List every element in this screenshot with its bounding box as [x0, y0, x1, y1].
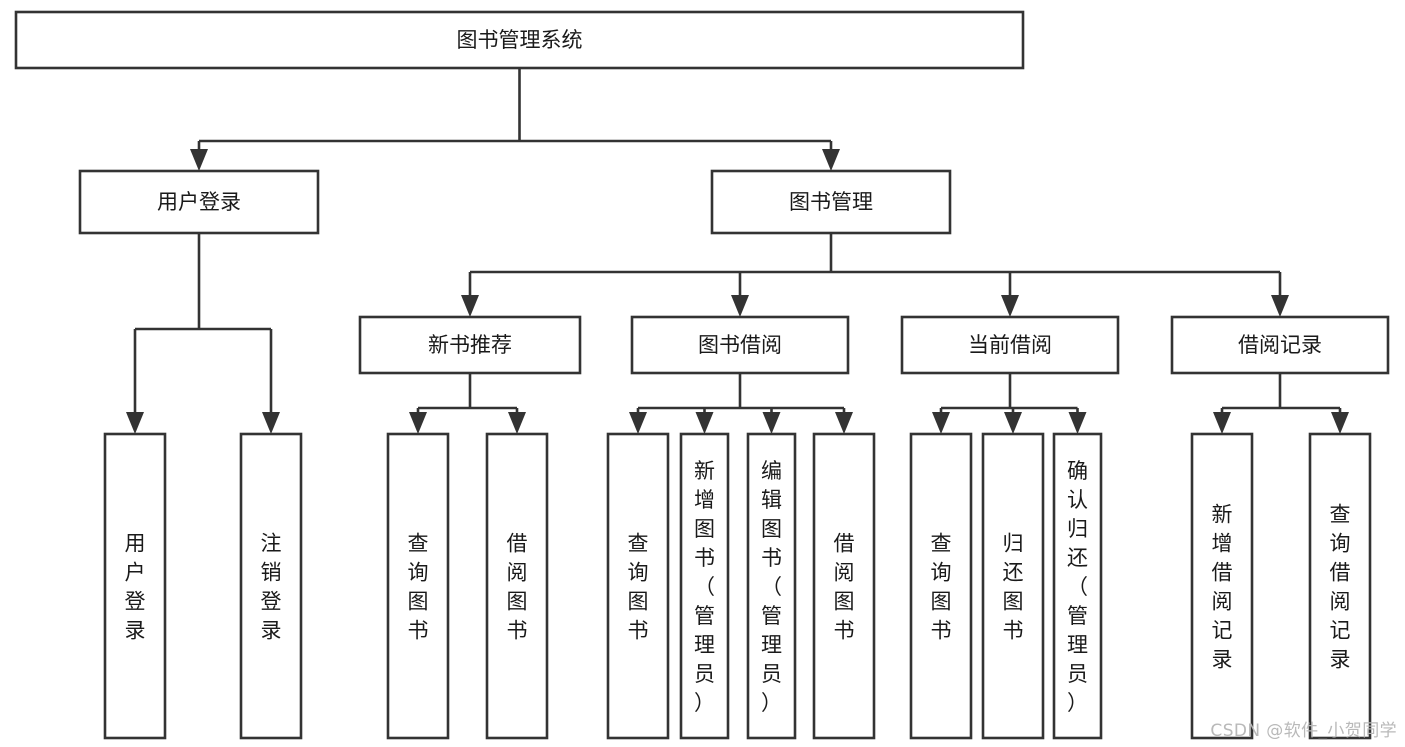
node-current-borrow-label: 当前借阅 — [968, 333, 1052, 357]
node-book-borrow[interactable]: 图书借阅 — [630, 315, 850, 375]
arrow-head-icon — [1331, 412, 1349, 434]
node-leaf-user-login-box[interactable] — [103, 432, 167, 740]
node-leaf-add-borrow-record-label: 新增借阅记录 — [1212, 503, 1233, 672]
arrow-head-icon — [409, 412, 427, 434]
node-leaf-return-book-label: 归还图书 — [1003, 532, 1024, 643]
node-user-login[interactable]: 用户登录 — [78, 169, 320, 235]
node-root-system-label: 图书管理系统 — [457, 28, 583, 52]
arrow-head-icon — [126, 412, 144, 434]
node-leaf-add-borrow-record-box[interactable] — [1190, 432, 1254, 740]
node-leaf-query-book-3-box[interactable] — [909, 432, 973, 740]
node-leaf-add-book-admin-box[interactable] — [679, 432, 730, 740]
node-borrow-record-label: 借阅记录 — [1238, 333, 1322, 357]
node-borrow-record-box[interactable] — [1170, 315, 1390, 375]
node-leaf-query-book-3-label: 查询图书 — [931, 532, 952, 643]
node-user-login-label: 用户登录 — [157, 190, 241, 214]
node-current-borrow-box[interactable] — [900, 315, 1120, 375]
node-leaf-add-book-admin-label: 新增图书（管理员） — [694, 459, 715, 715]
arrow-head-icon — [1004, 412, 1022, 434]
node-leaf-borrow-book-1[interactable]: 借阅图书 — [485, 432, 549, 740]
node-new-book-recommend[interactable]: 新书推荐 — [358, 315, 582, 375]
node-leaf-query-book-2[interactable]: 查询图书 — [606, 432, 670, 740]
node-leaf-borrow-book-2-label: 借阅图书 — [834, 532, 855, 643]
arrow-head-icon — [629, 412, 647, 434]
node-leaf-user-login-label: 用户登录 — [125, 532, 146, 643]
node-leaf-confirm-return-admin[interactable]: 确认归还（管理员） — [1052, 432, 1103, 740]
arrow-head-icon — [190, 149, 208, 171]
node-leaf-edit-book-admin[interactable]: 编辑图书（管理员） — [746, 432, 797, 740]
node-leaf-borrow-book-1-label: 借阅图书 — [507, 532, 528, 643]
arrow-head-icon — [508, 412, 526, 434]
node-leaf-query-book-1-box[interactable] — [386, 432, 450, 740]
arrow-head-icon — [731, 295, 749, 317]
node-new-book-recommend-box[interactable] — [358, 315, 582, 375]
node-leaf-edit-book-admin-box[interactable] — [746, 432, 797, 740]
node-leaf-query-book-1[interactable]: 查询图书 — [386, 432, 450, 740]
node-leaf-query-borrow-record[interactable]: 查询借阅记录 — [1308, 432, 1372, 740]
node-book-manage-label: 图书管理 — [789, 190, 873, 214]
arrow-head-icon — [695, 412, 714, 434]
node-user-login-box[interactable] — [78, 169, 320, 235]
arrow-head-icon — [835, 412, 853, 434]
connector-layer — [126, 68, 1349, 434]
arrow-head-icon — [762, 412, 781, 434]
node-leaf-edit-book-admin-label: 编辑图书（管理员） — [761, 459, 782, 715]
node-leaf-query-book-2-box[interactable] — [606, 432, 670, 740]
node-leaf-query-book-3[interactable]: 查询图书 — [909, 432, 973, 740]
csdn-watermark: CSDN @软件_小贺同学 — [1210, 721, 1397, 741]
node-leaf-return-book[interactable]: 归还图书 — [981, 432, 1045, 740]
arrow-head-icon — [1068, 412, 1087, 434]
arrow-head-icon — [1271, 295, 1289, 317]
node-leaf-confirm-return-admin-label: 确认归还（管理员） — [1067, 459, 1088, 715]
node-layer: 图书管理系统用户登录图书管理新书推荐图书借阅当前借阅借阅记录用户登录注销登录查询… — [14, 10, 1390, 740]
node-leaf-confirm-return-admin-box[interactable] — [1052, 432, 1103, 740]
node-leaf-add-borrow-record[interactable]: 新增借阅记录 — [1190, 432, 1254, 740]
node-leaf-add-book-admin[interactable]: 新增图书（管理员） — [679, 432, 730, 740]
arrow-head-icon — [1213, 412, 1231, 434]
arrow-head-icon — [932, 412, 950, 434]
node-book-borrow-box[interactable] — [630, 315, 850, 375]
node-book-borrow-label: 图书借阅 — [698, 333, 782, 357]
node-root-system-box[interactable] — [14, 10, 1025, 70]
node-leaf-return-book-box[interactable] — [981, 432, 1045, 740]
arrow-head-icon — [1001, 295, 1019, 317]
node-leaf-logout-login-label: 注销登录 — [261, 532, 282, 643]
node-leaf-logout-login[interactable]: 注销登录 — [239, 432, 303, 740]
arrow-head-icon — [461, 295, 479, 317]
node-book-manage-box[interactable] — [710, 169, 952, 235]
node-leaf-borrow-book-2-box[interactable] — [812, 432, 876, 740]
node-leaf-borrow-book-2[interactable]: 借阅图书 — [812, 432, 876, 740]
node-leaf-query-book-1-label: 查询图书 — [408, 532, 429, 643]
node-leaf-query-book-2-label: 查询图书 — [628, 532, 649, 643]
node-leaf-query-borrow-record-box[interactable] — [1308, 432, 1372, 740]
node-leaf-borrow-book-1-box[interactable] — [485, 432, 549, 740]
node-leaf-query-borrow-record-label: 查询借阅记录 — [1330, 503, 1351, 672]
node-leaf-logout-login-box[interactable] — [239, 432, 303, 740]
node-leaf-user-login[interactable]: 用户登录 — [103, 432, 167, 740]
node-borrow-record[interactable]: 借阅记录 — [1170, 315, 1390, 375]
node-new-book-recommend-label: 新书推荐 — [428, 333, 512, 357]
node-book-manage[interactable]: 图书管理 — [710, 169, 952, 235]
node-root-system[interactable]: 图书管理系统 — [14, 10, 1025, 70]
arrow-head-icon — [822, 149, 840, 171]
node-current-borrow[interactable]: 当前借阅 — [900, 315, 1120, 375]
arrow-head-icon — [262, 412, 280, 434]
